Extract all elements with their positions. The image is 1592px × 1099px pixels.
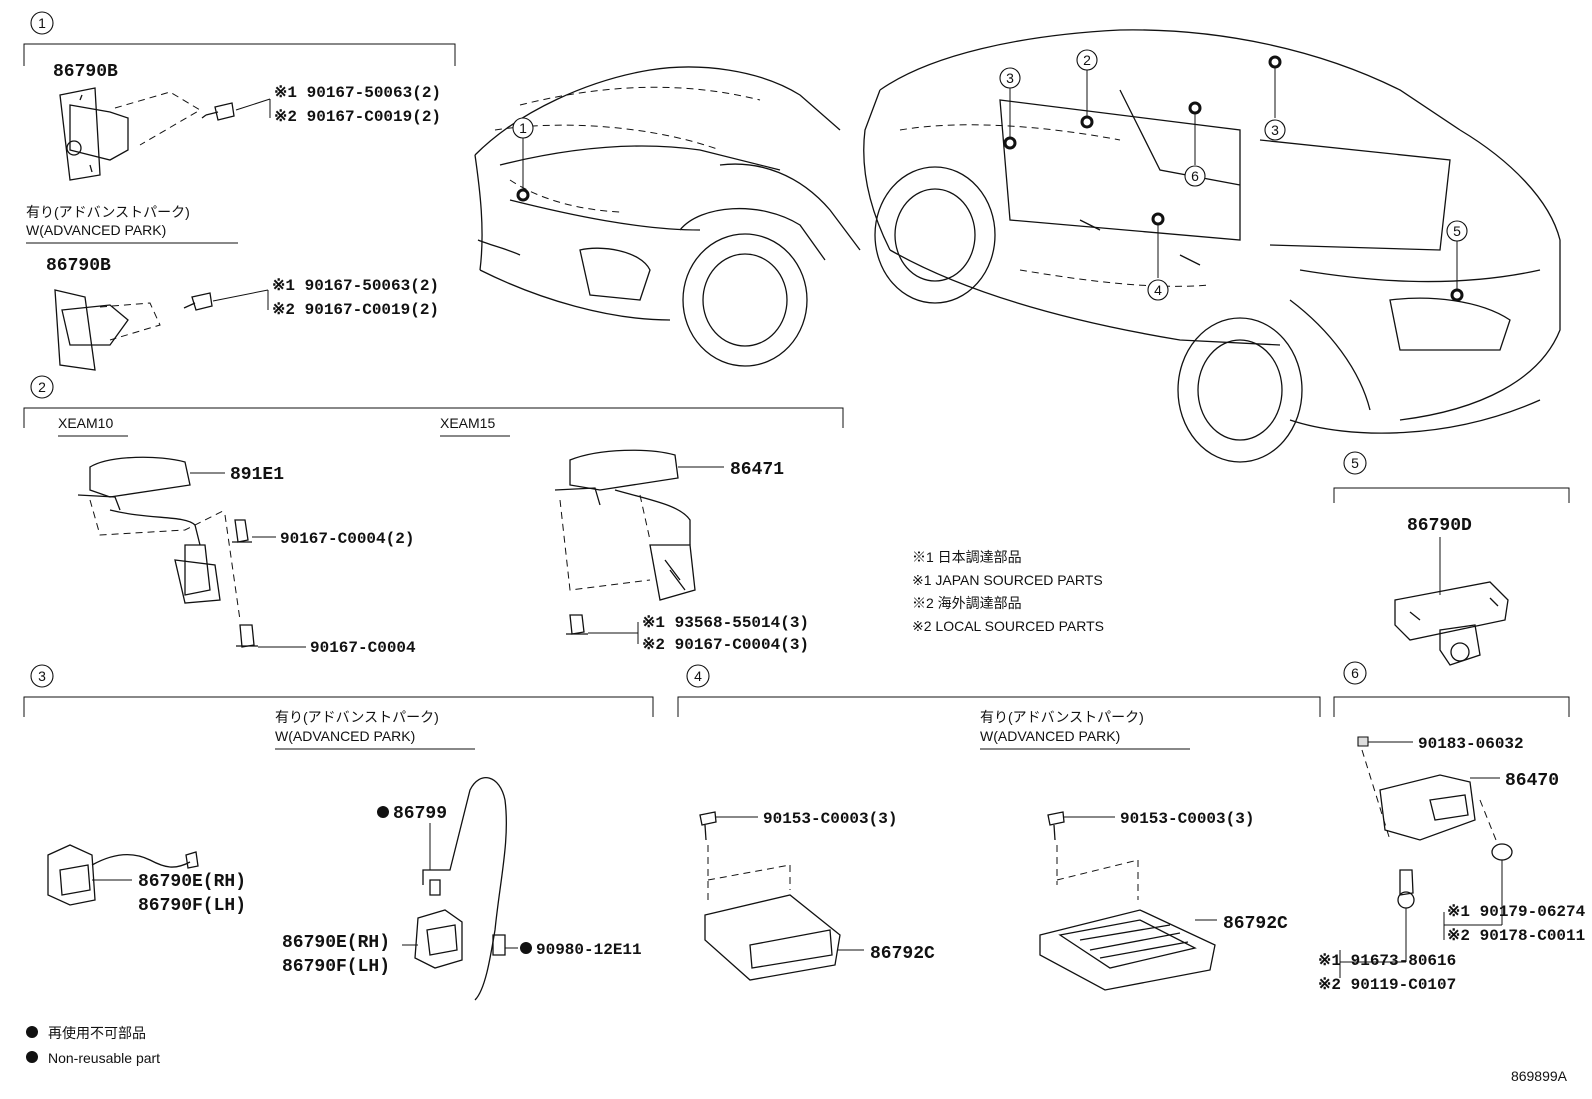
part-86790B-a: 86790B xyxy=(53,62,118,82)
svg-text:XEAM15: XEAM15 xyxy=(440,415,495,431)
svg-text:3: 3 xyxy=(1006,70,1014,86)
svg-text:5: 5 xyxy=(1453,223,1461,239)
svg-text:※1 日本調達部品: ※1 日本調達部品 xyxy=(912,549,1022,565)
callout-6: 6 xyxy=(1343,661,1367,685)
callout-3: 3 xyxy=(30,664,54,688)
svg-text:有り(アドバンストパーク): 有り(アドバンストパーク) xyxy=(26,204,190,220)
svg-text:※2 90167-C0004(3): ※2 90167-C0004(3) xyxy=(642,636,809,654)
svg-text:90153-C0003(3): 90153-C0003(3) xyxy=(763,810,897,828)
section-2-xeam15: XEAM15 86471 ※1 93568-55014(3) ※2 90167-… xyxy=(440,415,809,654)
svg-text:90167-C0004(2): 90167-C0004(2) xyxy=(280,530,414,548)
svg-text:3: 3 xyxy=(38,668,46,684)
part-86470: 86470 xyxy=(1505,771,1559,791)
part-86799: 86799 xyxy=(393,804,447,824)
front-vehicle-illustration: 1 xyxy=(474,66,861,367)
section-5-rear-camera: 86790D xyxy=(1394,516,1509,666)
part-86790D: 86790D xyxy=(1407,516,1472,536)
rear-vehicle-illustration: 3 2 3 6 4 5 xyxy=(863,29,1561,463)
svg-text:※1 91673-80616: ※1 91673-80616 xyxy=(1318,952,1456,970)
part-86471: 86471 xyxy=(730,460,784,480)
svg-text:6: 6 xyxy=(1191,168,1199,184)
svg-text:有り(アドバンストパーク): 有り(アドバンストパーク) xyxy=(980,709,1144,725)
svg-text:2: 2 xyxy=(1083,52,1091,68)
non-reusable-legend: 再使用不可部品 Non-reusable part xyxy=(26,1025,160,1066)
sourcing-legend: ※1 日本調達部品 ※1 JAPAN SOURCED PARTS ※2 海外調達… xyxy=(912,549,1104,634)
section-1-camera-top: 86790B ※1 90167-50063(2) ※2 90167-C0019(… xyxy=(53,62,441,181)
svg-text:86790F(LH): 86790F(LH) xyxy=(138,896,246,916)
section-6-sensor-ecu: 90183-06032 86470 ※1 90179-06274 ※2 9017… xyxy=(1318,735,1586,994)
callout-5: 5 xyxy=(1343,451,1367,475)
svg-text:※1 JAPAN SOURCED PARTS: ※1 JAPAN SOURCED PARTS xyxy=(912,572,1103,588)
svg-text:有り(アドバンストパーク): 有り(アドバンストパーク) xyxy=(275,709,439,725)
svg-text:Non-reusable part: Non-reusable part xyxy=(48,1050,160,1066)
part-86790B-b: 86790B xyxy=(46,256,111,276)
svg-text:90153-C0003(3): 90153-C0003(3) xyxy=(1120,810,1254,828)
svg-text:3: 3 xyxy=(1271,122,1279,138)
svg-text:86790F(LH): 86790F(LH) xyxy=(282,957,390,977)
svg-text:86790E(RH): 86790E(RH) xyxy=(282,933,390,953)
svg-text:4: 4 xyxy=(694,668,702,684)
callout-2: 2 xyxy=(30,375,54,399)
section-frames xyxy=(23,43,1570,717)
svg-text:※1 90179-06274: ※1 90179-06274 xyxy=(1447,903,1586,921)
svg-text:W(ADVANCED PARK): W(ADVANCED PARK) xyxy=(980,728,1120,744)
svg-text:※1 90167-50063(2): ※1 90167-50063(2) xyxy=(274,84,441,102)
svg-text:90980-12E11: 90980-12E11 xyxy=(536,941,642,959)
svg-text:※1 90167-50063(2): ※1 90167-50063(2) xyxy=(272,277,439,295)
part-86792C-a: 86792C xyxy=(870,944,935,964)
svg-text:※1 93568-55014(3): ※1 93568-55014(3) xyxy=(642,614,809,632)
svg-text:1: 1 xyxy=(38,15,46,31)
diagram-id: 869899A xyxy=(1511,1068,1568,1084)
callout-1: 1 xyxy=(30,11,54,35)
svg-text:XEAM10: XEAM10 xyxy=(58,415,113,431)
svg-text:1: 1 xyxy=(519,120,527,136)
part-891E1: 891E1 xyxy=(230,465,284,485)
svg-text:5: 5 xyxy=(1351,455,1359,471)
svg-text:※2 LOCAL SOURCED PARTS: ※2 LOCAL SOURCED PARTS xyxy=(912,618,1104,634)
svg-text:※2 海外調達部品: ※2 海外調達部品 xyxy=(912,595,1022,611)
svg-text:W(ADVANCED PARK): W(ADVANCED PARK) xyxy=(275,728,415,744)
svg-text:2: 2 xyxy=(38,379,46,395)
callout-4: 4 xyxy=(686,664,710,688)
svg-text:6: 6 xyxy=(1351,665,1359,681)
svg-text:4: 4 xyxy=(1154,282,1162,298)
svg-text:90183-06032: 90183-06032 xyxy=(1418,735,1524,753)
svg-text:86790E(RH): 86790E(RH) xyxy=(138,872,246,892)
part-86792C-b: 86792C xyxy=(1223,914,1288,934)
svg-text:90167-C0004: 90167-C0004 xyxy=(310,639,416,657)
svg-text:再使用不可部品: 再使用不可部品 xyxy=(48,1025,146,1041)
svg-text:※2 90178-C0011: ※2 90178-C0011 xyxy=(1447,927,1585,945)
svg-text:※2 90119-C0107: ※2 90119-C0107 xyxy=(1318,976,1456,994)
svg-text:※2 90167-C0019(2): ※2 90167-C0019(2) xyxy=(274,108,441,126)
section-2-xeam10: XEAM10 891E1 90167-C0004(2) 90167-C0004 xyxy=(58,415,416,657)
svg-text:※2 90167-C0019(2): ※2 90167-C0019(2) xyxy=(272,301,439,319)
section-3-side-cameras: 有り(アドバンストパーク) W(ADVANCED PARK) 86790E(RH… xyxy=(47,709,642,1001)
section-4-ecu-a: 90153-C0003(3) 86792C xyxy=(699,810,935,981)
section-1b-advanced-park-camera: 有り(アドバンストパーク) W(ADVANCED PARK) 86790B ※1… xyxy=(26,204,439,371)
svg-text:W(ADVANCED PARK): W(ADVANCED PARK) xyxy=(26,222,166,238)
section-4-ecu-b-advanced-park: 有り(アドバンストパーク) W(ADVANCED PARK) 90153-C00… xyxy=(980,709,1288,991)
